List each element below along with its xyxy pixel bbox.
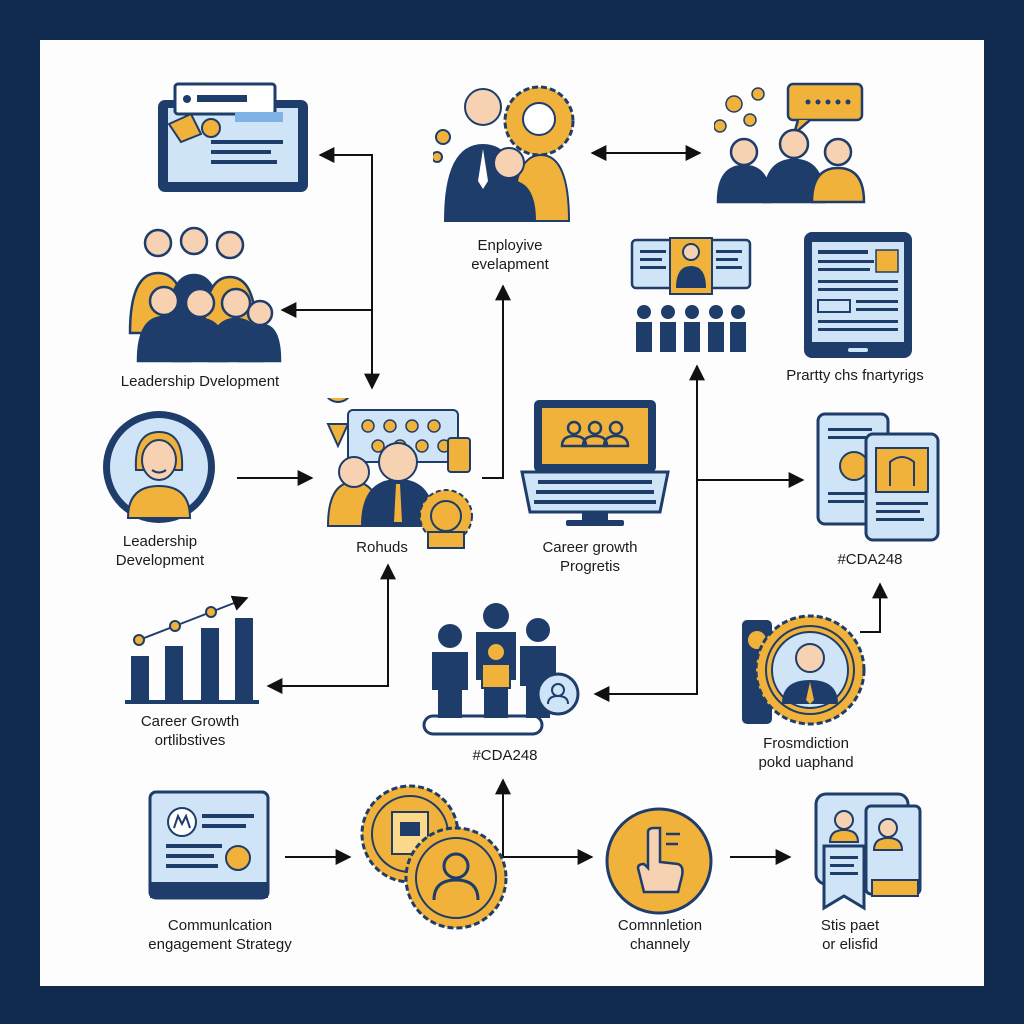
node-chat-team bbox=[713, 82, 869, 204]
node-pedestal-team bbox=[422, 602, 582, 738]
team-group-icon bbox=[128, 226, 282, 363]
mentorship-badge-icon bbox=[323, 373, 473, 549]
node-id-cards bbox=[810, 790, 922, 912]
label-dual-tablets: #CDA248 bbox=[837, 551, 903, 568]
growth-chart-icon bbox=[125, 595, 259, 704]
tablet-report-icon bbox=[804, 232, 912, 358]
node-laptop bbox=[520, 398, 670, 530]
medal-portrait-icon bbox=[742, 614, 866, 726]
woman-avatar-icon bbox=[103, 411, 215, 523]
award-team-icon bbox=[431, 85, 575, 222]
label-pedestal-team: #CDA248 bbox=[472, 747, 538, 764]
label-rohuds: Rohuds bbox=[356, 539, 408, 556]
label-touch-coin: Comnnletion channely bbox=[617, 917, 703, 953]
label-id-cards: Stis paet or elisfid bbox=[820, 917, 880, 953]
certificate-screen-icon bbox=[148, 790, 270, 900]
label-medal-portrait: Frosmdiction pokd uaphand bbox=[758, 735, 854, 771]
laptop-meeting-icon bbox=[520, 400, 670, 526]
touch-hand-icon bbox=[605, 807, 713, 915]
node-certificate-card bbox=[148, 790, 270, 902]
label-employee-dev: Enployive evelapment bbox=[471, 237, 549, 273]
node-leadership-team bbox=[128, 225, 283, 363]
label-bar-chart: Career Growth ortlibstives bbox=[140, 713, 240, 749]
node-tablet bbox=[802, 230, 914, 360]
label-mentor-avatar: Leadership Development bbox=[115, 533, 205, 569]
coins-icon bbox=[360, 784, 508, 930]
label-tablet: Prartty chs fnartyrigs bbox=[786, 367, 924, 384]
node-coins bbox=[358, 782, 508, 932]
label-leadership-team: Leadership Dvelopment bbox=[120, 373, 280, 390]
node-bar-chart bbox=[125, 590, 260, 705]
node-rohuds bbox=[318, 373, 478, 550]
id-cards-icon bbox=[814, 792, 922, 911]
node-mentor-avatar bbox=[100, 408, 218, 526]
pedestal-team-icon bbox=[422, 603, 580, 736]
node-chat-screen bbox=[630, 236, 752, 358]
dual-tablets-icon bbox=[816, 412, 940, 542]
chat-screen-icon bbox=[630, 237, 752, 352]
node-document-screen bbox=[155, 82, 310, 194]
label-certificate-card: Communlcation engagement Strategy bbox=[148, 917, 292, 953]
node-employee-dev bbox=[431, 85, 583, 223]
node-dual-tablets bbox=[816, 412, 942, 542]
chat-team-icon bbox=[713, 82, 866, 204]
node-touch-coin bbox=[604, 806, 714, 916]
label-laptop: Career growth Progretis bbox=[542, 539, 638, 575]
node-medal-portrait bbox=[740, 614, 868, 726]
document-screen-icon bbox=[158, 82, 308, 192]
